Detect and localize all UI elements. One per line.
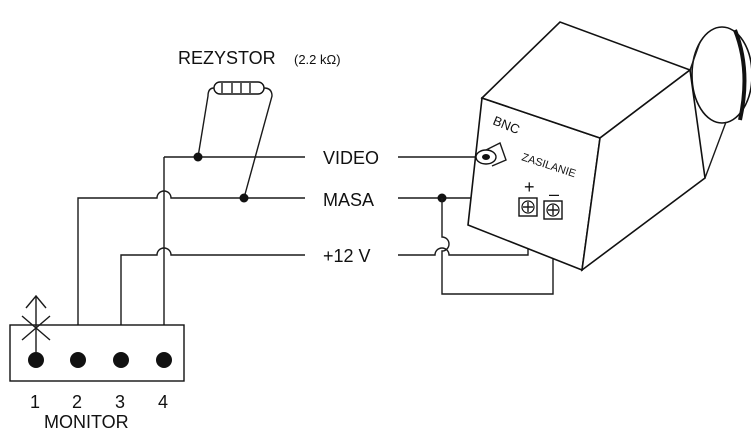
monitor-pin-label-2: 2 (72, 392, 82, 412)
power-terminals (518, 197, 563, 220)
resistor-symbol (197, 81, 273, 199)
pin1-arrow-icon (25, 294, 47, 309)
label-minus: – (549, 184, 559, 204)
monitor-pin-3 (113, 352, 129, 368)
bnc-connector (475, 142, 507, 167)
monitor-pin-label-4: 4 (158, 392, 168, 412)
monitor-pin-2 (70, 352, 86, 368)
monitor-pin-label-3: 3 (115, 392, 125, 412)
video-junction-dot (193, 152, 203, 162)
monitor-label: MONITOR (44, 412, 129, 430)
power-line (120, 218, 529, 325)
label-power: +12 V (323, 246, 371, 266)
video-line (164, 152, 478, 162)
label-video: VIDEO (323, 148, 379, 168)
monitor-connector (9, 294, 185, 382)
resistor-value: (2.2 kΩ) (294, 52, 341, 67)
camera-body (467, 21, 751, 272)
resistor-label: REZYSTOR (178, 48, 276, 68)
monitor-pin-1 (28, 352, 44, 368)
lens-icon (691, 26, 751, 124)
pin1-cross-icon (21, 315, 51, 341)
label-plus: + (524, 177, 535, 197)
monitor-pin-4 (156, 352, 172, 368)
monitor-pin-label-1: 1 (30, 392, 40, 412)
masa-junction-dot-left (239, 193, 249, 203)
label-masa: MASA (323, 190, 374, 210)
